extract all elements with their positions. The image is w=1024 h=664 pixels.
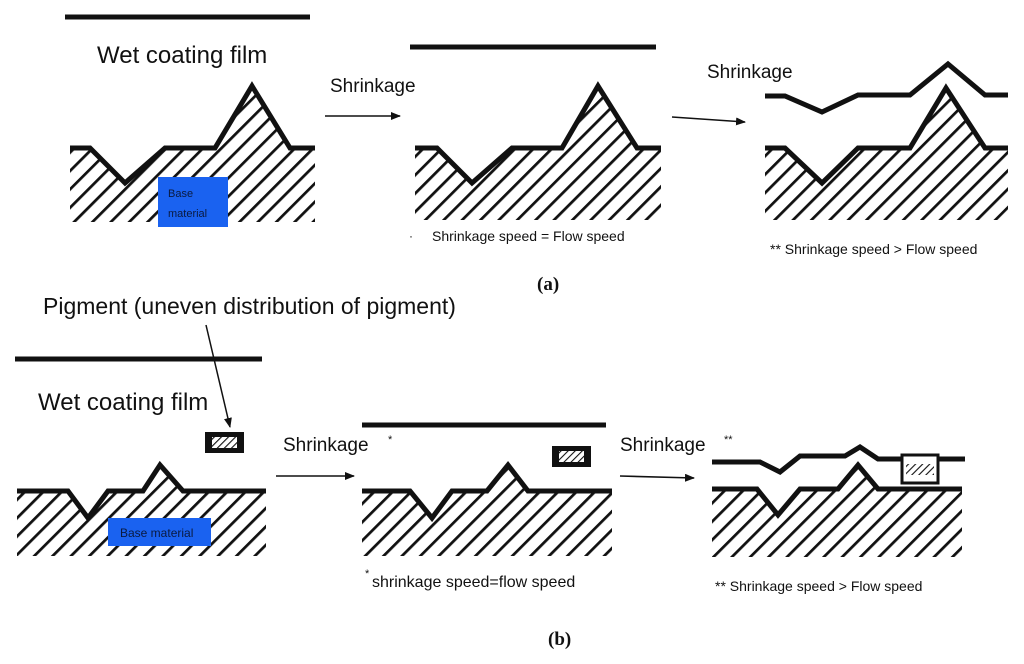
panel-b-stage-2: * shrinkage speed=flow speed (362, 422, 612, 591)
pigment-particle (552, 446, 591, 467)
note-mark: * (365, 568, 370, 580)
panel-a: Wet coating film Base material Shrinkage… (65, 14, 1008, 295)
substrate-hatched (415, 86, 661, 220)
caption-a: (a) (537, 274, 559, 295)
shrinkage-mark: ** (724, 434, 733, 446)
substrate-hatched (712, 465, 962, 557)
shrinkage-label: Shrinkage (330, 76, 416, 97)
substrate-surface-line (712, 461, 962, 519)
pigment-particle (205, 432, 244, 453)
shrinkage-label: Shrinkage (620, 435, 706, 456)
panel-b: Pigment (uneven distribution of pigment)… (15, 293, 965, 650)
note-shrinkage-equal: shrinkage speed=flow speed (372, 574, 575, 591)
note-shrinkage-equal: Shrinkage speed = Flow speed (432, 228, 625, 244)
panel-b-stage-1: Wet coating film Base material (15, 356, 266, 556)
panel-a-stage-2: · Shrinkage speed = Flow speed (409, 44, 661, 244)
substrate-surface-line (70, 81, 315, 187)
pigment-particle (900, 453, 940, 485)
note-bullet: · (409, 229, 413, 243)
wet-film-label: Wet coating film (38, 389, 208, 416)
note-shrinkage-greater: ** Shrinkage speed > Flow speed (770, 241, 977, 257)
shrunk-film-line (712, 444, 965, 475)
panel-b-stage-3: ** Shrinkage speed > Flow speed (712, 444, 965, 594)
panel-a-stage-3: ** Shrinkage speed > Flow speed (765, 60, 1008, 257)
wet-film-label: Wet coating film (97, 42, 267, 69)
caption-b: (b) (548, 629, 571, 650)
pigment-pointer-arrow (205, 324, 232, 428)
note-shrinkage-greater: ** Shrinkage speed > Flow speed (715, 578, 922, 594)
substrate-surface-line (765, 83, 1008, 187)
substrate-hatched (362, 465, 612, 556)
substrate-hatched (70, 86, 315, 222)
base-material-label: Base material (168, 188, 207, 220)
process-arrow (619, 473, 695, 482)
base-material-label: Base material (120, 526, 193, 540)
base-material-box (158, 177, 228, 227)
substrate-surface-line (17, 460, 266, 523)
process-arrow (671, 116, 746, 126)
substrate-surface-line (362, 460, 612, 523)
shrinkage-mark: * (388, 434, 393, 446)
panel-a-stage-1: Wet coating film Base material (65, 14, 315, 227)
base-material-box (108, 518, 211, 546)
shrinkage-label: Shrinkage (707, 62, 793, 83)
substrate-hatched (765, 88, 1008, 220)
pigment-title: Pigment (uneven distribution of pigment) (43, 293, 456, 319)
substrate-surface-line (415, 81, 661, 187)
shrinkage-label: Shrinkage (283, 435, 369, 456)
shrunk-film-line (765, 60, 1008, 115)
